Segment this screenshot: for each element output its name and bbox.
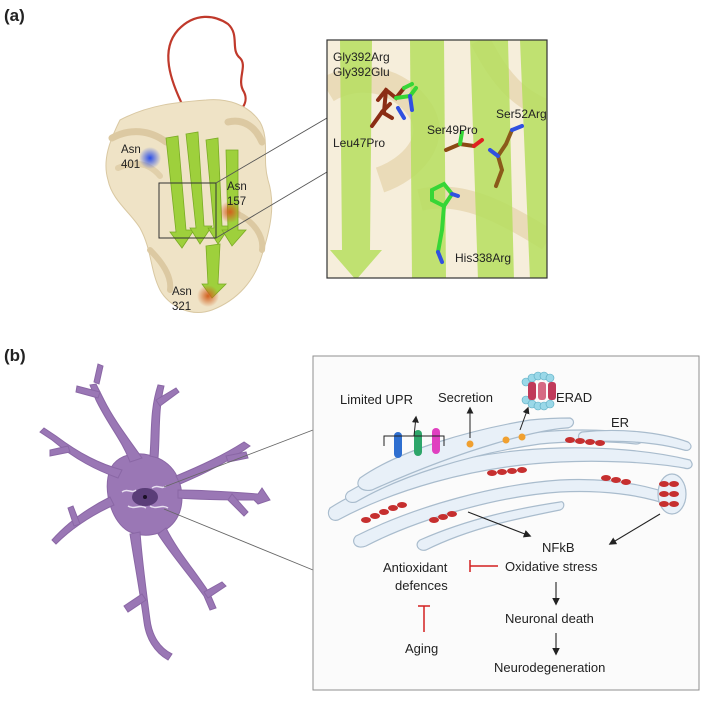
dendrite [157, 527, 217, 611]
polymer-chain-5 [429, 511, 457, 523]
mutation-ser52arg-label: Ser52Arg [496, 107, 547, 121]
zoom-connector-bottom [215, 171, 328, 239]
proteasome-icon [521, 371, 556, 411]
zoom-region-box [158, 182, 217, 239]
arrow-to-nfkb-left [467, 511, 532, 538]
panel-a-label: (a) [4, 6, 25, 25]
polymer-chain-4 [361, 502, 407, 523]
residue-leu47 [370, 102, 394, 128]
protein-structure [105, 15, 328, 313]
dendrite [39, 427, 123, 479]
glycosylation-site-157-marker [219, 201, 241, 223]
limited-upr-label: Limited UPR [340, 392, 413, 407]
beta-strand [165, 135, 195, 249]
mutation-his338arg-label: His338Arg [455, 251, 511, 265]
neuron-zoom-line-top [163, 429, 314, 488]
polymer-chain-1 [565, 437, 605, 446]
asn-321-label-line1: Asn [172, 286, 192, 298]
neuronal-death-label: Neuronal death [505, 611, 594, 626]
asn-401-label-line2: 401 [121, 159, 140, 171]
asn-157-label-line1: Asn [227, 181, 247, 193]
inset-beta-strand [330, 40, 382, 278]
arrow-to-nfkb-right [608, 513, 661, 545]
upr-sensors [383, 415, 445, 458]
inhibition-line-aging [418, 605, 430, 632]
residue-gly392 [376, 82, 418, 120]
aging-label: Aging [405, 641, 438, 656]
zoomed-inset [327, 40, 547, 278]
residue-ser52 [488, 124, 524, 188]
residue-his338 [430, 181, 460, 264]
neuron-illustration [39, 363, 271, 661]
polymer-chain-6 [659, 481, 679, 507]
secretion-label: Secretion [438, 390, 493, 405]
dendrite [177, 487, 271, 505]
polymer-chains [361, 437, 679, 523]
asn-321-label-line2: 321 [172, 301, 191, 313]
dendrite [51, 496, 115, 545]
antioxidant-label-line2: defences [395, 578, 448, 593]
mutation-gly392glu-label: Gly392Glu [333, 65, 390, 79]
antioxidant-label-line1: Antioxidant [383, 560, 448, 575]
secretory-vesicles [466, 406, 530, 448]
dendrite [129, 531, 173, 661]
panel-b-label: (b) [4, 346, 26, 365]
glycosylation-site-321-marker [197, 285, 219, 307]
polymer-chain-3 [601, 475, 631, 485]
oxidative-stress-label: Oxidative stress [505, 559, 598, 574]
reactive-center-loop [167, 15, 247, 118]
zoom-connector-top [215, 117, 328, 184]
beta-strand [185, 131, 213, 245]
polymer-chain-2 [487, 467, 527, 476]
asn-157-label-line2: 157 [227, 196, 246, 208]
beta-strand [205, 137, 231, 245]
er-label: ER [611, 415, 629, 430]
beta-strand [201, 243, 227, 299]
nfkb-label: NFkB [542, 540, 575, 555]
inset-beta-strand [470, 40, 514, 278]
neuron-zoom-line-bottom [163, 508, 314, 571]
mutation-gly392arg-label: Gly392Arg [333, 50, 390, 64]
asn-401-label-line1: Asn [121, 144, 141, 156]
dendrite [175, 441, 251, 485]
glycosylation-site-401-marker [139, 147, 161, 169]
erad-label: ERAD [556, 390, 592, 405]
inset-beta-strand [520, 40, 547, 278]
inset-beta-strand [410, 40, 446, 278]
neurodegeneration-label: Neurodegeneration [494, 660, 605, 675]
pathway-panel [312, 355, 700, 691]
zoomed-inset-frame [326, 39, 548, 279]
residue-ser49 [444, 130, 484, 152]
mutation-leu47pro-label: Leu47Pro [333, 136, 385, 150]
dendrite [89, 383, 143, 463]
mutation-ser49pro-label: Ser49Pro [427, 123, 478, 137]
inhibition-line-oxidative [469, 560, 498, 572]
